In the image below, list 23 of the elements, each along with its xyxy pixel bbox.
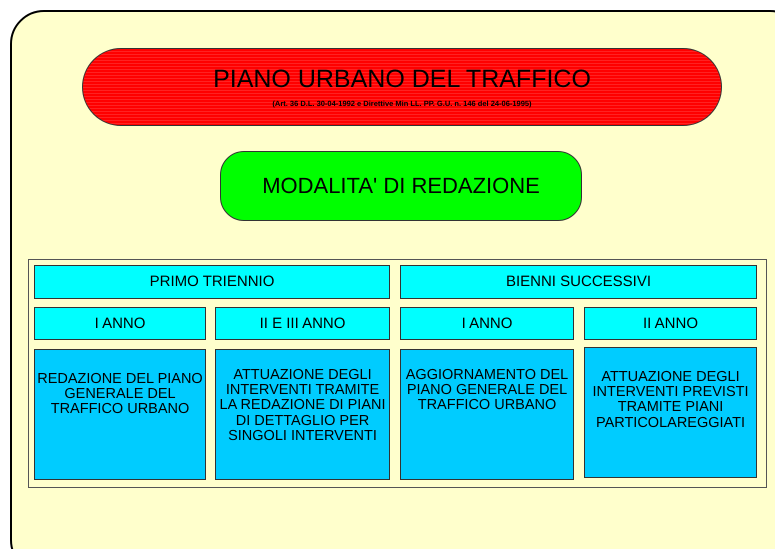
header-text: II E III ANNO [260,316,346,332]
content-cell [400,349,574,480]
header-cell [400,265,757,299]
header-cell [34,265,390,299]
content-cell [215,349,390,480]
header-cell [584,307,757,340]
title-text: PIANO URBANO DEL TRAFFICO [213,66,591,92]
cell-text: AGGIORNAMENTO DEL PIANO GENERALE DEL TRAFFICO URBANO [404,368,570,414]
cell-text: ATTUAZIONE DEGLI INTERVENTI PREVISTI TRAMITE PIANI PARTICOLAREGGIATI [591,370,750,431]
cell-text: REDAZIONE DEL PIANO GENERALE DEL TRAFFICO URBANO [37,372,203,418]
content-cell [584,347,757,478]
cell-text: ATTUAZIONE DEGLI INTERVENTI TRAMITE LA REDAZIONE DI PIANI DI DETTAGLIO PER SINGOLI INTERVENTI [218,368,386,444]
header-text: I ANNO [94,316,146,332]
header-text: I ANNO [462,316,512,332]
header-text: PRIMO TRIENNIO [150,274,274,290]
header-cell [34,307,206,340]
heading-text: MODALITA' DI REDAZIONE [262,174,540,198]
header-cell [215,307,390,340]
content-cell [34,349,206,480]
header-cell [400,307,574,340]
subtitle-box [220,151,582,221]
header-text: II ANNO [642,316,698,332]
header-text: BIENNI SUCCESSIVI [506,274,652,290]
